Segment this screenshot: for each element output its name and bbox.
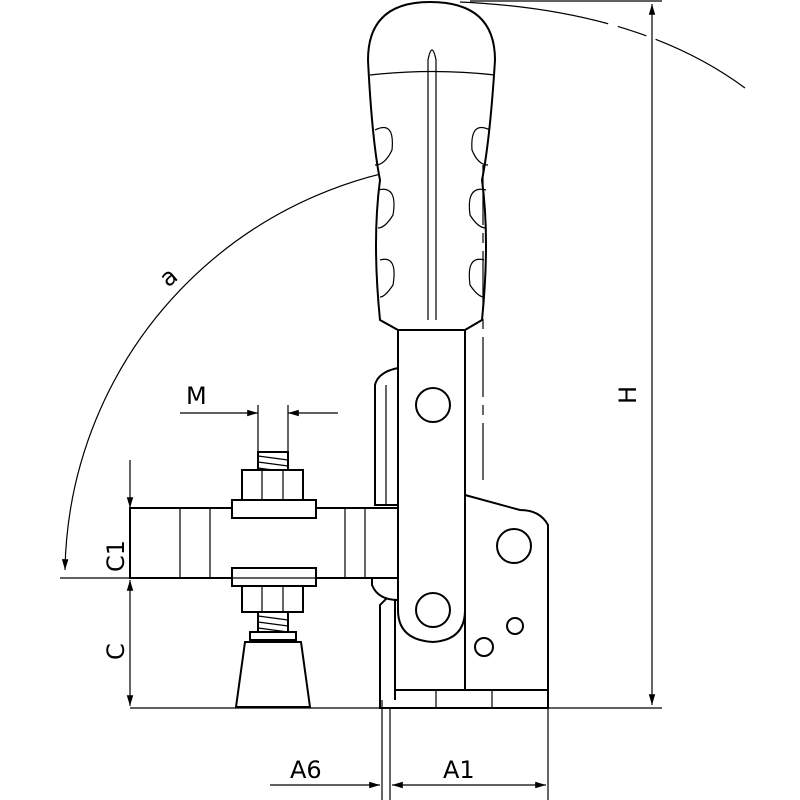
clamp-body	[371, 366, 549, 709]
dimension-m	[180, 405, 338, 452]
label-a6: A6	[290, 756, 322, 784]
top-swing-arc	[459, 1, 746, 89]
bottom-bolt	[231, 567, 317, 708]
label-c1: C1	[102, 540, 130, 572]
label-c: C	[102, 643, 130, 660]
dimension-a6-a1	[270, 700, 549, 800]
label-angle: a	[154, 262, 183, 293]
top-bolt	[231, 451, 317, 519]
handle	[366, 0, 497, 480]
label-h: H	[614, 386, 642, 404]
label-m: M	[186, 382, 207, 410]
label-a1: A1	[443, 756, 475, 784]
spindle-bar	[129, 507, 399, 579]
dimension-h	[130, 0, 662, 709]
clamp-arm	[397, 329, 466, 644]
dimension-c1-c	[60, 460, 372, 706]
